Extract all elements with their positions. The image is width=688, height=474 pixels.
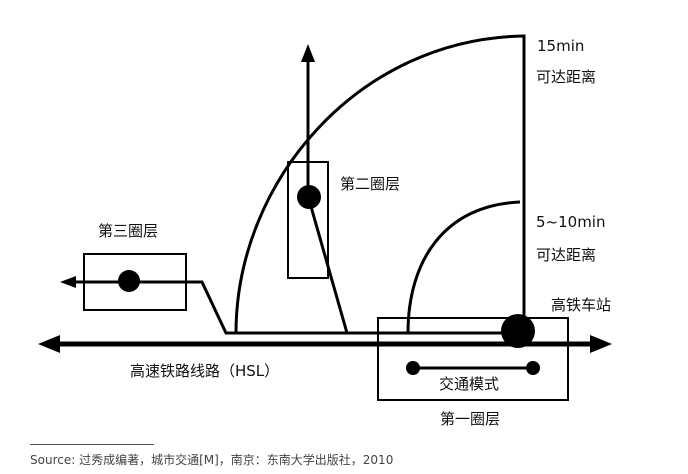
vertical-arrow-icon: [301, 44, 315, 62]
third-ring-node: [118, 270, 140, 292]
label-ring-one: 第一圈层: [440, 410, 501, 428]
second-ring-box: [287, 161, 329, 279]
transport-mode-node-right: [526, 361, 540, 375]
label-reach-15: 可达距离: [536, 68, 597, 86]
label-reach-5-10: 可达距离: [536, 246, 597, 264]
label-ring-two: 第二圈层: [340, 175, 401, 193]
third-ring-arrow-icon: [60, 276, 76, 288]
second-ring-node: [297, 185, 321, 209]
label-15min: 15min: [537, 37, 585, 55]
third-ring-box: [83, 253, 187, 311]
label-transport-mode: 交通模式: [439, 375, 500, 393]
station-node: [501, 314, 535, 348]
hsl-arrow-left-icon: [38, 335, 60, 353]
hsl-arrow-right-icon: [590, 335, 612, 353]
source-divider: [30, 444, 154, 445]
label-ring-three: 第三圈层: [98, 222, 159, 240]
third-ring-connector: [72, 280, 520, 335]
second-ring-diagonal: [306, 195, 349, 334]
reach-15min-arc: [234, 34, 526, 334]
transport-mode-node-left: [406, 361, 420, 375]
reach-5-10min-arc: [406, 200, 521, 334]
first-ring-box: [377, 317, 569, 401]
label-5-10min: 5~10min: [536, 213, 606, 231]
label-hsl-line: 高速铁路线路（HSL）: [130, 362, 280, 380]
source-citation: Source: 过秀成编著，城市交通[M]，南京：东南大学出版社，2010: [30, 453, 394, 467]
label-station: 高铁车站: [551, 296, 612, 314]
